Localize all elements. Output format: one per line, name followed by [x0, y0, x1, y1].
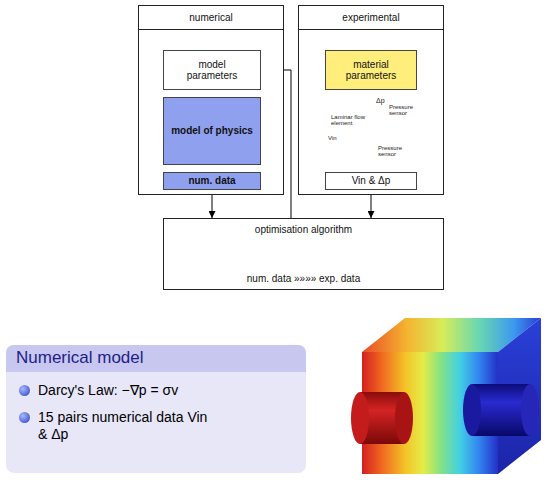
process-box: model parameters	[163, 50, 261, 90]
box-label: model of physics	[171, 125, 253, 137]
info-panel: Numerical modelDarcy's Law: −∇p = σv 15 p…	[6, 345, 306, 473]
panel-box: numerical model parameters model of physic…	[138, 5, 284, 195]
cube-pressure-plot	[351, 318, 541, 474]
part-label: Pressure sensor	[378, 145, 406, 158]
data-box: num. data	[163, 172, 261, 190]
panel-heading: Numerical model	[6, 345, 306, 372]
box-label: material parameters	[339, 59, 403, 82]
panel-heading: numerical	[139, 6, 283, 30]
panel-box: experimental material parametersVin & Δp	[298, 5, 444, 195]
box-label: num. data	[188, 175, 235, 187]
box-label: num. data »»»» exp. data	[247, 273, 360, 284]
box-label: model parameters	[180, 59, 244, 82]
process-box: model of physics	[163, 97, 261, 165]
part-label: Pressure sensor	[389, 104, 416, 117]
box-label: optimisation algorithm	[255, 224, 352, 235]
part-label: Laminar flow element	[331, 114, 365, 127]
bullet-text: 15 pairs numerical data Vin & Δp	[6, 409, 216, 443]
box-label: Vin & Δp	[352, 175, 391, 187]
data-box: Vin & Δp	[325, 172, 417, 190]
part-label: Vin	[328, 135, 342, 141]
panel-heading: experimental	[299, 6, 443, 30]
process-box: optimisation algorithm num. data »»»» exp…	[163, 218, 444, 290]
bullet-text: Darcy's Law: −∇p = σv	[6, 382, 306, 399]
parameter-box: material parameters	[325, 50, 417, 90]
part-label: Δp	[376, 97, 390, 104]
